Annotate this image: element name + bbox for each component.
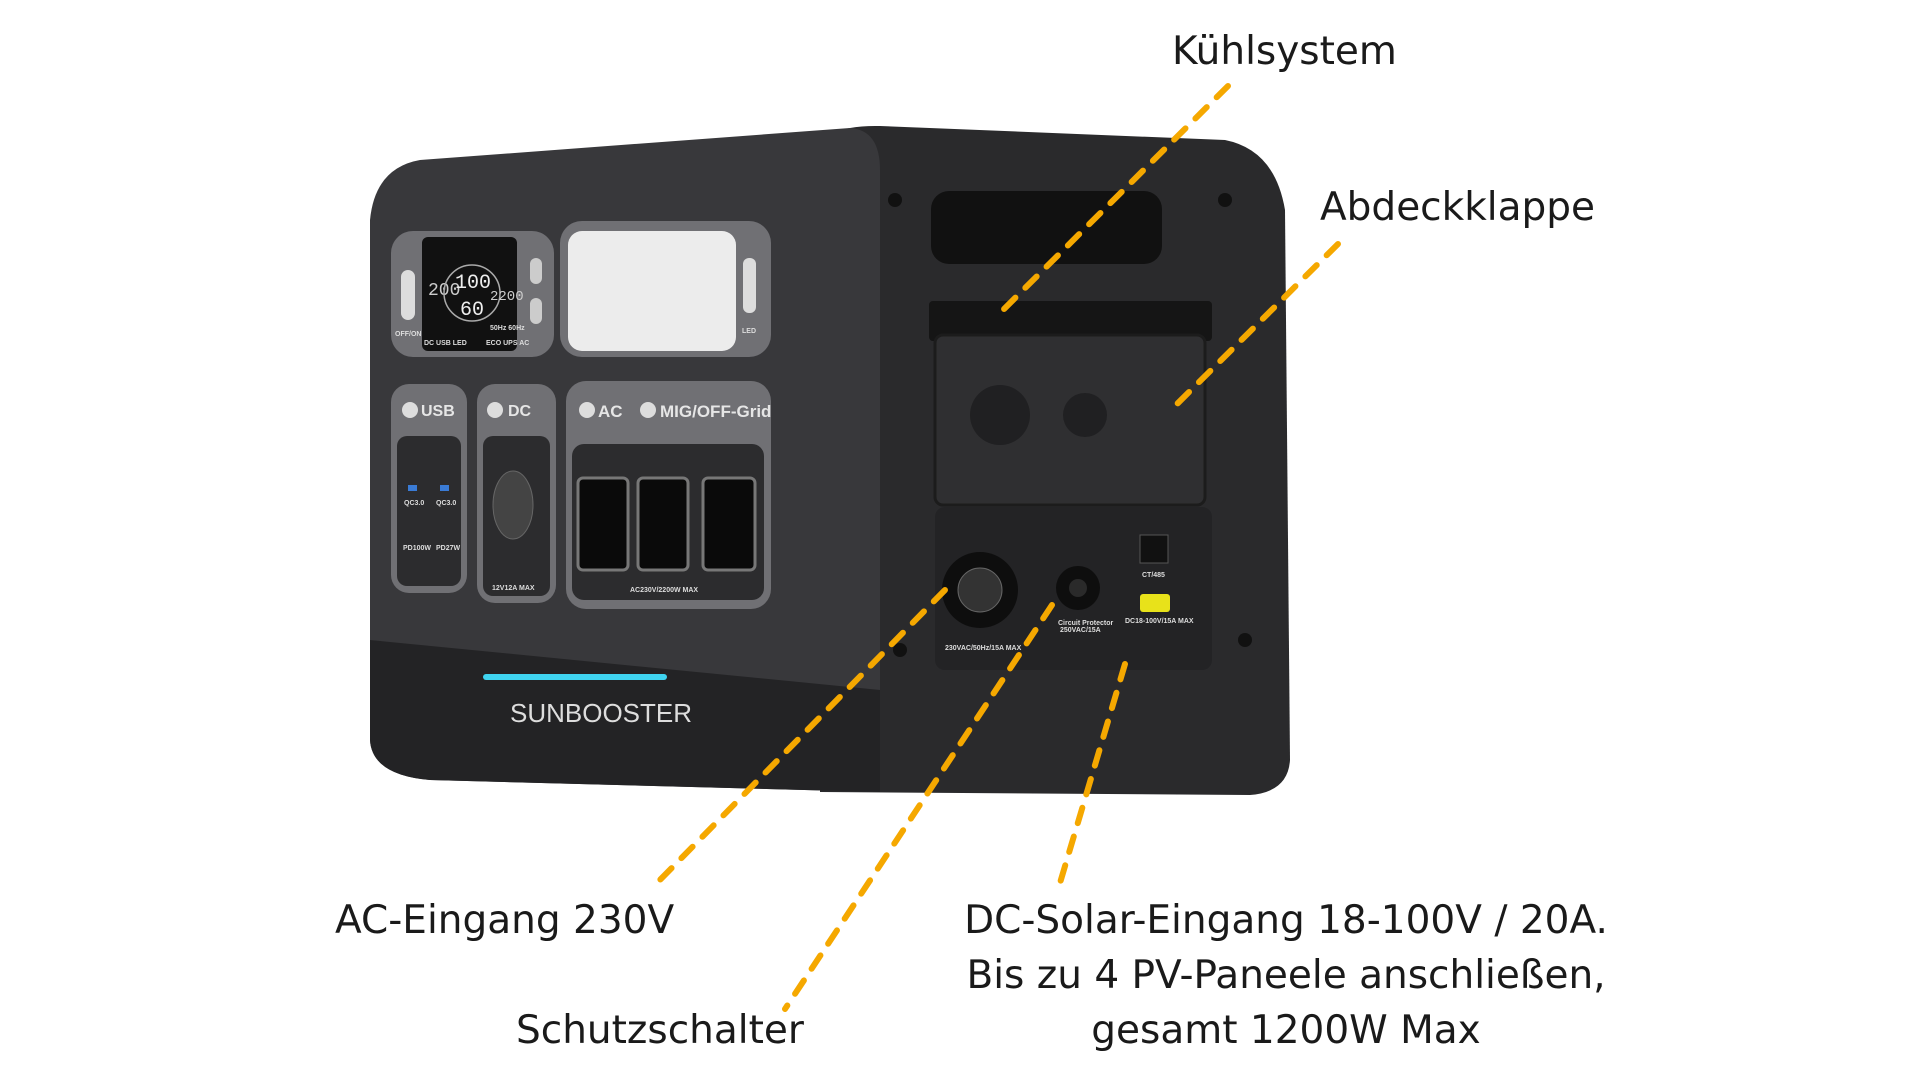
status-light-bar xyxy=(483,674,667,680)
led-light xyxy=(568,231,736,351)
ac-outlets xyxy=(576,476,757,572)
callout-line-cooling xyxy=(993,83,1231,320)
lcd-output: 2200 xyxy=(490,289,524,305)
callout-dc-solar: DC-Solar-Eingang 18-100V / 20A. Bis zu 4… xyxy=(936,893,1636,1058)
callout-dc-solar-line-1: DC-Solar-Eingang 18-100V / 20A. xyxy=(964,898,1608,943)
solar-input-rating: DC18-100V/15A MAX xyxy=(1125,618,1194,625)
callout-ac-input: AC-Eingang 230V xyxy=(335,898,675,943)
usb-port-label: QC3.0 xyxy=(436,500,456,507)
grid-label: MIG/OFF-Grid xyxy=(660,402,771,421)
callout-line-dc-solar xyxy=(1057,661,1128,886)
lcd-percent: 100 xyxy=(455,272,491,295)
lcd-time: 60 xyxy=(460,299,484,322)
usb-port-label: QC3.0 xyxy=(404,500,424,507)
callout-line-cover xyxy=(1172,241,1341,409)
led-button[interactable] xyxy=(743,258,756,313)
callout-line-breaker xyxy=(782,602,1055,1012)
solar-input-port xyxy=(1140,594,1170,612)
callout-breaker: Schutzschalter xyxy=(516,1008,804,1053)
callout-cover: Abdeckklappe xyxy=(1320,185,1596,230)
car-socket xyxy=(492,470,534,540)
usb-port-label: PD27W xyxy=(436,545,461,552)
callout-line-ac-input xyxy=(649,587,948,891)
usb-port-label: PD100W xyxy=(403,545,431,552)
lcd-frequency: 50Hz 60Hz xyxy=(490,325,525,332)
lcd-modes-left: DC USB LED xyxy=(424,340,467,347)
ac-label: AC xyxy=(598,402,623,421)
callout-cooling: Kühlsystem xyxy=(1172,29,1397,74)
dc-rating: 12V12A MAX xyxy=(492,585,535,592)
lcd-screen xyxy=(422,237,517,351)
mode-button[interactable] xyxy=(530,258,542,284)
brand-logo: SUNBOOSTER xyxy=(510,698,692,728)
charge-button[interactable] xyxy=(530,298,542,324)
power-button[interactable] xyxy=(401,270,415,320)
power-button-label: OFF/ON xyxy=(395,331,421,338)
ct485-port xyxy=(1139,534,1169,564)
ct485-label: CT/485 xyxy=(1142,572,1165,579)
cooling-vent xyxy=(929,301,1212,341)
ac-input-rating: 230VAC/50Hz/15A MAX xyxy=(945,645,1022,652)
callout-lines xyxy=(649,83,1341,1012)
breaker-label: Circuit Protector xyxy=(1058,620,1114,627)
led-button-label: LED xyxy=(742,328,756,335)
breaker-rating: 250VAC/15A xyxy=(1060,627,1101,634)
dc-label: DC xyxy=(508,403,532,420)
usb-label: USB xyxy=(421,403,455,420)
callout-dc-solar-line-2: Bis zu 4 PV-Paneele anschließen, xyxy=(966,953,1606,998)
ac-rating: AC230V/2200W MAX xyxy=(630,587,698,594)
lcd-modes-right: ECO UPS AC xyxy=(486,340,529,347)
callout-dc-solar-line-3: gesamt 1200W Max xyxy=(1091,1008,1481,1053)
handle-cutout xyxy=(931,191,1162,264)
